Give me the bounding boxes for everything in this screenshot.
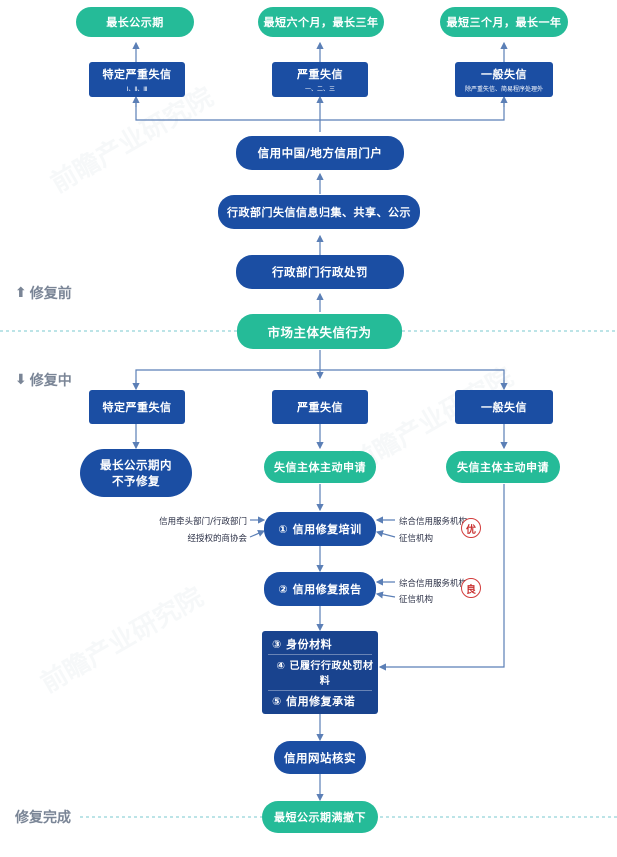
arrow-up-icon: ⬆ xyxy=(15,285,27,301)
credit-repair-report: ② 信用修复报告 xyxy=(264,572,376,606)
materials-box: ③ 身份材料 ④ 已履行行政处罚材料 ⑤ 信用修复承诺 xyxy=(262,631,378,714)
note-lead-department: 信用牵头部门/行政部门 xyxy=(159,517,247,527)
category-general-lower: 一般失信 xyxy=(455,390,553,424)
materials-commitment: ⑤ 信用修复承诺 xyxy=(272,694,356,708)
removal-after-min-period: 最短公示期满撤下 xyxy=(262,801,378,833)
stage-before-label: ⬆ 修复前 xyxy=(15,285,72,302)
active-application-general: 失信主体主动申请 xyxy=(446,451,560,483)
stage-during-label: ⬇ 修复中 xyxy=(15,372,72,389)
note-credit-reference-agency: 征信机构 xyxy=(399,534,434,544)
market-entity-dishonesty: 市场主体失信行为 xyxy=(237,314,402,349)
period-longest: 最长公示期 xyxy=(76,7,194,37)
website-verification: 信用网站核实 xyxy=(274,741,366,774)
note-credit-service-institution: 综合信用服务机构 xyxy=(399,517,468,527)
note-credit-service-institution: 综合信用服务机构 xyxy=(399,579,468,589)
arrow-down-icon: ⬇ xyxy=(15,372,27,388)
category-special-serious: 特定严重失信 Ⅰ、Ⅱ、Ⅲ xyxy=(89,62,185,97)
category-general: 一般失信 除严重失信、简易程序处理外 xyxy=(455,62,553,97)
materials-identity: ③ 身份材料 xyxy=(272,638,333,652)
credit-repair-training: ① 信用修复培训 xyxy=(264,512,376,546)
badge-good: 良 xyxy=(461,578,481,598)
category-serious: 严重失信 一、二、三 xyxy=(272,62,368,97)
credit-portal: 信用中国/地方信用门户 xyxy=(236,136,404,170)
no-repair-box: 最长公示期内 不予修复 xyxy=(80,449,192,497)
period-three-months-one-year: 最短三个月，最长一年 xyxy=(440,7,568,37)
materials-divider xyxy=(268,689,372,691)
stage-done-label: 修复完成 xyxy=(15,810,71,826)
category-special-serious-lower: 特定严重失信 xyxy=(89,390,185,424)
info-collection: 行政部门失信信息归集、共享、公示 xyxy=(218,195,420,229)
administrative-penalty: 行政部门行政处罚 xyxy=(236,255,404,289)
active-application-serious: 失信主体主动申请 xyxy=(264,451,376,483)
period-six-months-three-years: 最短六个月，最长三年 xyxy=(258,7,384,37)
badge-excellent: 优 xyxy=(461,518,481,538)
materials-divider xyxy=(268,654,372,656)
materials-penalty-done: ④ 已履行行政处罚材料 xyxy=(276,661,374,688)
category-serious-lower: 严重失信 xyxy=(272,390,368,424)
note-authorized-association: 经授权的商协会 xyxy=(187,534,247,544)
note-credit-reference-agency: 征信机构 xyxy=(399,595,434,605)
